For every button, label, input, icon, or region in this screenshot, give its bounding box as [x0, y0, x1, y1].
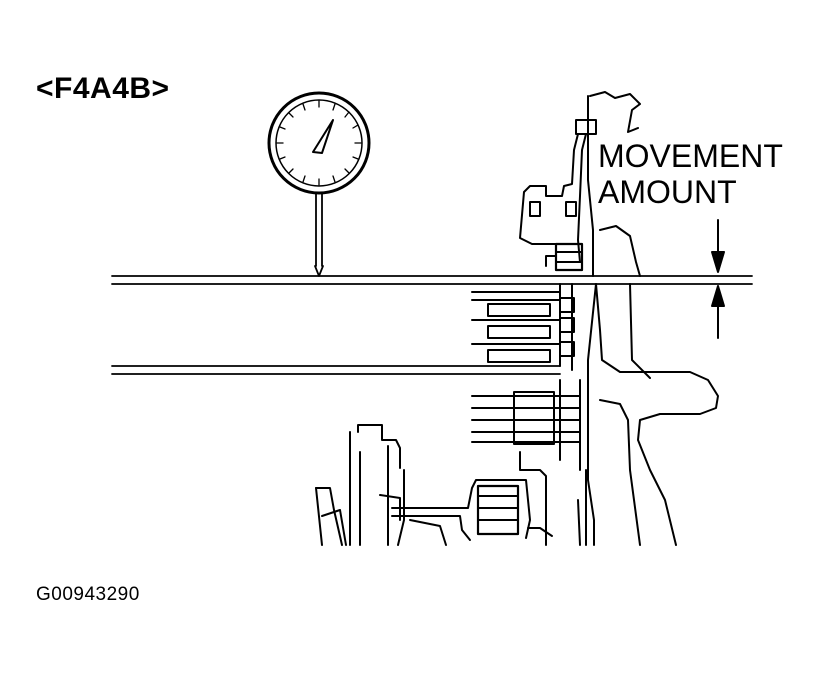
upper-clutch-pack	[471, 283, 575, 371]
callout-amount: AMOUNT	[598, 174, 737, 210]
transmission-housing	[577, 91, 719, 546]
clutch-piston	[519, 119, 597, 272]
clutch-hub	[315, 424, 553, 546]
lower-clutch-pack	[471, 379, 581, 471]
dial-ticks	[276, 100, 362, 186]
shaft-lines	[111, 275, 753, 375]
dial-indicator	[267, 91, 371, 277]
model-label: <F4A4B>	[36, 72, 170, 105]
movement-dimension	[711, 219, 725, 339]
figure-id: G00943290	[36, 584, 140, 605]
dial-needle	[312, 119, 334, 154]
callout-movement: MOVEMENT	[598, 138, 783, 174]
